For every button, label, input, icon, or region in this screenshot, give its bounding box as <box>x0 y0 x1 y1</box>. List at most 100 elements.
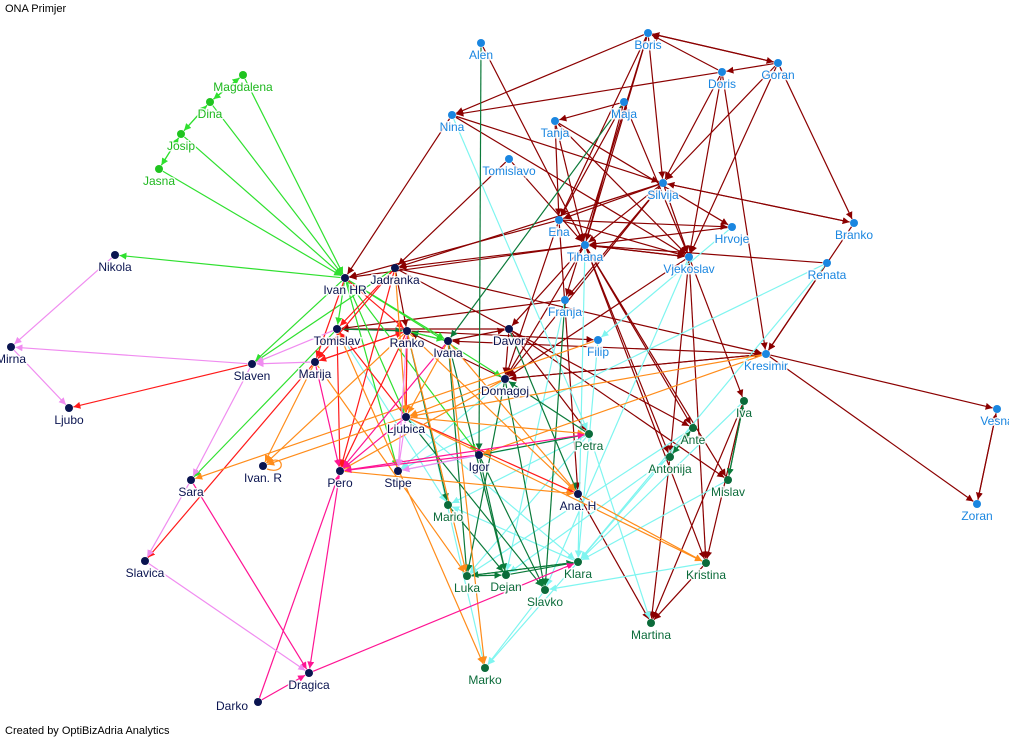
node-boris[interactable]: Boris <box>633 29 663 54</box>
node-branko[interactable]: Branko <box>833 219 875 244</box>
node-ana-h[interactable]: Ana. H <box>558 490 598 515</box>
node-dot[interactable] <box>774 59 782 67</box>
node-dot[interactable] <box>659 179 667 187</box>
node-marija[interactable]: Marija <box>297 358 333 383</box>
node-dot[interactable] <box>259 462 267 470</box>
node-dot[interactable] <box>336 467 344 475</box>
node-dot[interactable] <box>702 559 710 567</box>
node-silvija[interactable]: Silvija <box>646 179 680 204</box>
node-nikola[interactable]: Nikola <box>97 251 133 276</box>
node-dot[interactable] <box>254 698 262 706</box>
node-dot[interactable] <box>666 453 674 461</box>
node-filip[interactable]: Filip <box>585 336 611 361</box>
node-dot[interactable] <box>391 264 399 272</box>
node-dot[interactable] <box>594 336 602 344</box>
node-dot[interactable] <box>850 219 858 227</box>
node-dot[interactable] <box>685 253 693 261</box>
node-dot[interactable] <box>448 111 456 119</box>
node-klara[interactable]: Klara <box>562 558 594 583</box>
node-dot[interactable] <box>333 325 341 333</box>
node-dot[interactable] <box>585 430 593 438</box>
node-dot[interactable] <box>505 325 513 333</box>
node-ivan-hr[interactable]: Ivan HR <box>322 274 369 299</box>
node-luka[interactable]: Luka <box>452 572 482 597</box>
node-dot[interactable] <box>581 241 589 249</box>
node-dot[interactable] <box>762 350 770 358</box>
node-dot[interactable] <box>394 467 402 475</box>
node-stipe[interactable]: Stipe <box>383 467 413 492</box>
node-tanja[interactable]: Tanja <box>539 117 571 142</box>
node-tomislavo[interactable]: Tomislavo <box>481 155 537 180</box>
node-dot[interactable] <box>65 404 73 412</box>
node-dot[interactable] <box>505 155 513 163</box>
node-dot[interactable] <box>574 558 582 566</box>
node-nina[interactable]: Nina <box>438 111 466 136</box>
node-iva[interactable]: Iva <box>734 397 754 422</box>
node-darko[interactable]: Darko <box>214 698 262 715</box>
node-ranko[interactable]: Ranko <box>388 327 426 352</box>
node-dot[interactable] <box>740 397 748 405</box>
node-dot[interactable] <box>248 360 256 368</box>
node-jadranka[interactable]: Jadranka <box>369 264 422 289</box>
node-alen[interactable]: Alen <box>467 39 495 64</box>
node-dot[interactable] <box>444 337 452 345</box>
node-mario[interactable]: Mario <box>431 501 465 526</box>
node-tomislav[interactable]: Tomislav <box>312 325 362 350</box>
node-dot[interactable] <box>7 343 15 351</box>
node-maja[interactable]: Maja <box>609 98 639 123</box>
node-ante[interactable]: Ante <box>679 424 707 449</box>
node-dot[interactable] <box>206 98 214 106</box>
node-dot[interactable] <box>141 557 149 565</box>
node-dot[interactable] <box>689 424 697 432</box>
node-dot[interactable] <box>305 669 313 677</box>
node-doris[interactable]: Doris <box>706 68 738 93</box>
node-dot[interactable] <box>718 68 726 76</box>
node-ljubica[interactable]: Ljubica <box>385 413 427 438</box>
node-dot[interactable] <box>477 39 485 47</box>
node-vesna[interactable]: Vesna <box>979 405 1009 430</box>
node-ljubo[interactable]: Ljubo <box>53 404 86 429</box>
node-sara[interactable]: Sara <box>177 476 205 501</box>
node-zoran[interactable]: Zoran <box>960 500 994 525</box>
node-dot[interactable] <box>111 251 119 259</box>
node-dot[interactable] <box>823 259 831 267</box>
node-dot[interactable] <box>502 571 510 579</box>
node-dot[interactable] <box>647 619 655 627</box>
node-dot[interactable] <box>644 29 652 37</box>
node-dot[interactable] <box>463 572 471 580</box>
node-mirna[interactable]: Mirna <box>0 343 28 368</box>
node-slavica[interactable]: Slavica <box>124 557 166 582</box>
node-slaven[interactable]: Slaven <box>232 360 272 385</box>
node-jasna[interactable]: Jasna <box>141 165 177 190</box>
node-igor[interactable]: Igor <box>467 451 491 476</box>
node-dot[interactable] <box>620 98 628 106</box>
node-magdalena[interactable]: Magdalena <box>212 71 275 96</box>
node-slavko[interactable]: Slavko <box>525 586 565 611</box>
node-renata[interactable]: Renata <box>806 259 848 284</box>
node-davor[interactable]: Davor <box>491 325 527 350</box>
node-dina[interactable]: Dina <box>196 98 224 123</box>
node-dot[interactable] <box>551 117 559 125</box>
node-dot[interactable] <box>973 500 981 508</box>
node-dot[interactable] <box>574 490 582 498</box>
node-ena[interactable]: Ena <box>547 216 571 241</box>
node-ivana[interactable]: Ivana <box>432 337 465 362</box>
node-dejan[interactable]: Dejan <box>489 571 523 596</box>
node-kresimir[interactable]: Kresimir <box>743 350 790 375</box>
node-kristina[interactable]: Kristina <box>684 559 728 584</box>
node-dot[interactable] <box>311 358 319 366</box>
node-martina[interactable]: Martina <box>629 619 673 644</box>
node-dot[interactable] <box>177 130 185 138</box>
node-mislav[interactable]: Mislav <box>709 476 747 501</box>
node-dot[interactable] <box>561 296 569 304</box>
node-dot[interactable] <box>403 327 411 335</box>
node-vjekoslav[interactable]: Vjekoslav <box>662 253 716 278</box>
node-dot[interactable] <box>475 451 483 459</box>
node-dot[interactable] <box>555 216 563 224</box>
node-dragica[interactable]: Dragica <box>287 669 331 694</box>
node-dot[interactable] <box>402 413 410 421</box>
node-dot[interactable] <box>728 223 736 231</box>
node-josip[interactable]: Josip <box>165 130 197 155</box>
node-dot[interactable] <box>187 476 195 484</box>
node-pero[interactable]: Pero <box>326 467 354 492</box>
